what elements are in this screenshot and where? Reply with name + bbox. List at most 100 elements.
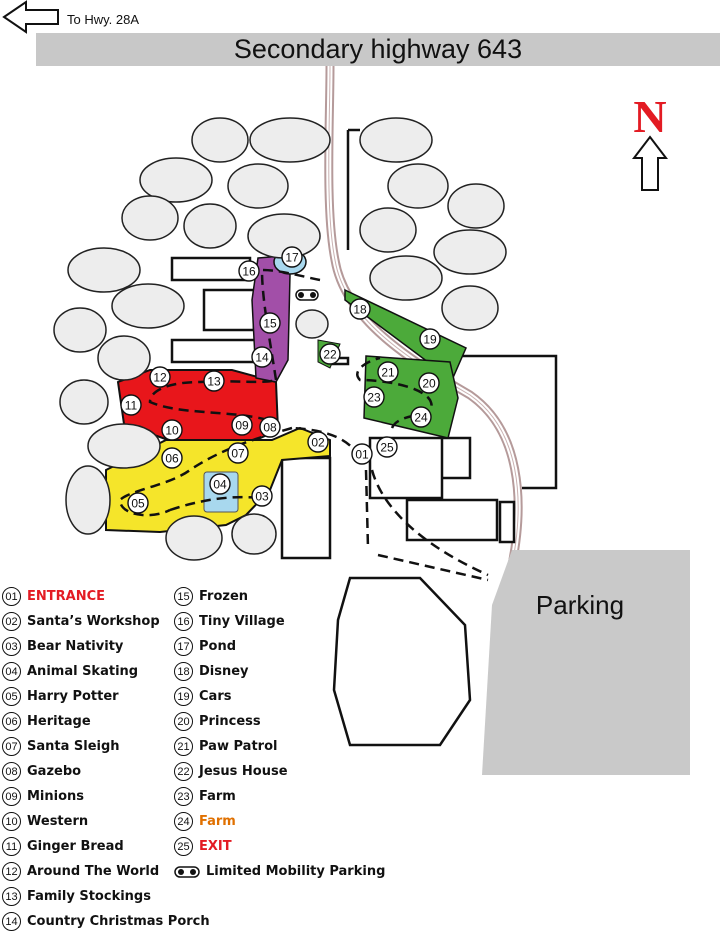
- map-marker-number: 03: [255, 490, 269, 504]
- legend-number: 14: [2, 912, 21, 931]
- legend-number: 04: [2, 662, 21, 681]
- legend-label: ENTRANCE: [27, 589, 105, 604]
- legend-label: Family Stockings: [27, 889, 151, 904]
- north-arrow-icon: [631, 135, 669, 191]
- legend-label: Minions: [27, 789, 85, 804]
- map-marker-number: 02: [311, 436, 325, 450]
- legend-item-04: 04 Animal Skating: [2, 662, 138, 681]
- map-marker-number: 14: [255, 351, 269, 365]
- map-marker-04: 04: [209, 473, 231, 495]
- legend-number: 19: [174, 687, 193, 706]
- legend-number: 15: [174, 587, 193, 606]
- legend-number: 16: [174, 612, 193, 631]
- map-marker-number: 05: [131, 497, 145, 511]
- legend-item-14: 14 Country Christmas Porch: [2, 912, 210, 931]
- map-marker-circle: [238, 260, 260, 282]
- map-marker-06: 06: [161, 447, 183, 469]
- map-marker-02: 02: [307, 431, 329, 453]
- map-marker-09: 09: [231, 414, 253, 436]
- map-marker-circle: [251, 485, 273, 507]
- map-marker-22: 22: [319, 343, 341, 365]
- map-marker-circle: [418, 372, 440, 394]
- map-marker-circle: [120, 394, 142, 416]
- limited-mobility-parking-icon: [295, 289, 319, 301]
- legend-number: 06: [2, 712, 21, 731]
- map-marker-circle: [231, 414, 253, 436]
- map-marker-15: 15: [259, 312, 281, 334]
- map-marker-20: 20: [418, 372, 440, 394]
- north-label: N: [633, 91, 666, 142]
- map-marker-number: 13: [207, 375, 221, 389]
- map-marker-circle: [209, 473, 231, 495]
- map-marker-circle: [251, 346, 273, 368]
- map-marker-circle: [376, 436, 398, 458]
- legend-number: 01: [2, 587, 21, 606]
- map-marker-number: 11: [125, 399, 138, 413]
- legend-label: Country Christmas Porch: [27, 914, 210, 929]
- map-marker-circle: [227, 442, 249, 464]
- legend-number: 18: [174, 662, 193, 681]
- parking-label: Parking: [536, 590, 624, 620]
- map-marker-number: 04: [213, 478, 227, 492]
- map-marker-number: 21: [381, 366, 395, 380]
- access-road: [324, 65, 523, 566]
- legend-label: Santa’s Workshop: [27, 614, 160, 629]
- map-marker-number: 15: [263, 317, 277, 331]
- legend-number: 05: [2, 687, 21, 706]
- legend-label: Frozen: [199, 589, 249, 604]
- legend-number: 12: [2, 862, 21, 881]
- legend-label: Gazebo: [27, 764, 82, 779]
- legend-label: Farm: [199, 789, 236, 804]
- legend-label: Animal Skating: [27, 664, 139, 679]
- map-marker-circle: [149, 366, 171, 388]
- legend-item-limited-mobility: Limited Mobility Parking: [174, 862, 385, 881]
- map-marker-circle: [127, 492, 149, 514]
- map-marker-circle: [161, 447, 183, 469]
- map-marker-08: 08: [259, 416, 281, 438]
- legend-number: 02: [2, 612, 21, 631]
- map-marker-circle: [259, 312, 281, 334]
- map-marker-19: 19: [419, 328, 441, 350]
- map-marker-12: 12: [149, 366, 171, 388]
- legend-number: 17: [174, 637, 193, 656]
- map-marker-circle: [307, 431, 329, 453]
- field-outline: [332, 576, 472, 747]
- legend-item-02: 02 Santa’s Workshop: [2, 612, 160, 631]
- map-marker-24: 24: [410, 406, 432, 428]
- map-marker-circle: [363, 386, 385, 408]
- legend-label: Ginger Bread: [27, 839, 124, 854]
- map-marker-circle: [259, 416, 281, 438]
- map-marker-18: 18: [349, 298, 371, 320]
- legend-label: Western: [27, 814, 89, 829]
- map-marker-number: 09: [235, 419, 249, 433]
- legend-item-16: 16 Tiny Village: [174, 612, 285, 631]
- map-marker-number: 24: [414, 411, 428, 425]
- map-marker-number: 17: [285, 251, 299, 265]
- map-marker-circle: [319, 343, 341, 365]
- map-marker-16: 16: [238, 260, 260, 282]
- legend-label: Tiny Village: [199, 614, 285, 629]
- map-marker-number: 18: [353, 303, 367, 317]
- map-marker-number: 12: [153, 371, 167, 385]
- map-marker-number: 07: [231, 447, 245, 461]
- map-marker-03: 03: [251, 485, 273, 507]
- map-marker-14: 14: [251, 346, 273, 368]
- map-marker-number: 06: [165, 452, 179, 466]
- map-marker-circle: [410, 406, 432, 428]
- west-arrow-icon: [2, 0, 59, 34]
- highway-bar: [36, 33, 720, 66]
